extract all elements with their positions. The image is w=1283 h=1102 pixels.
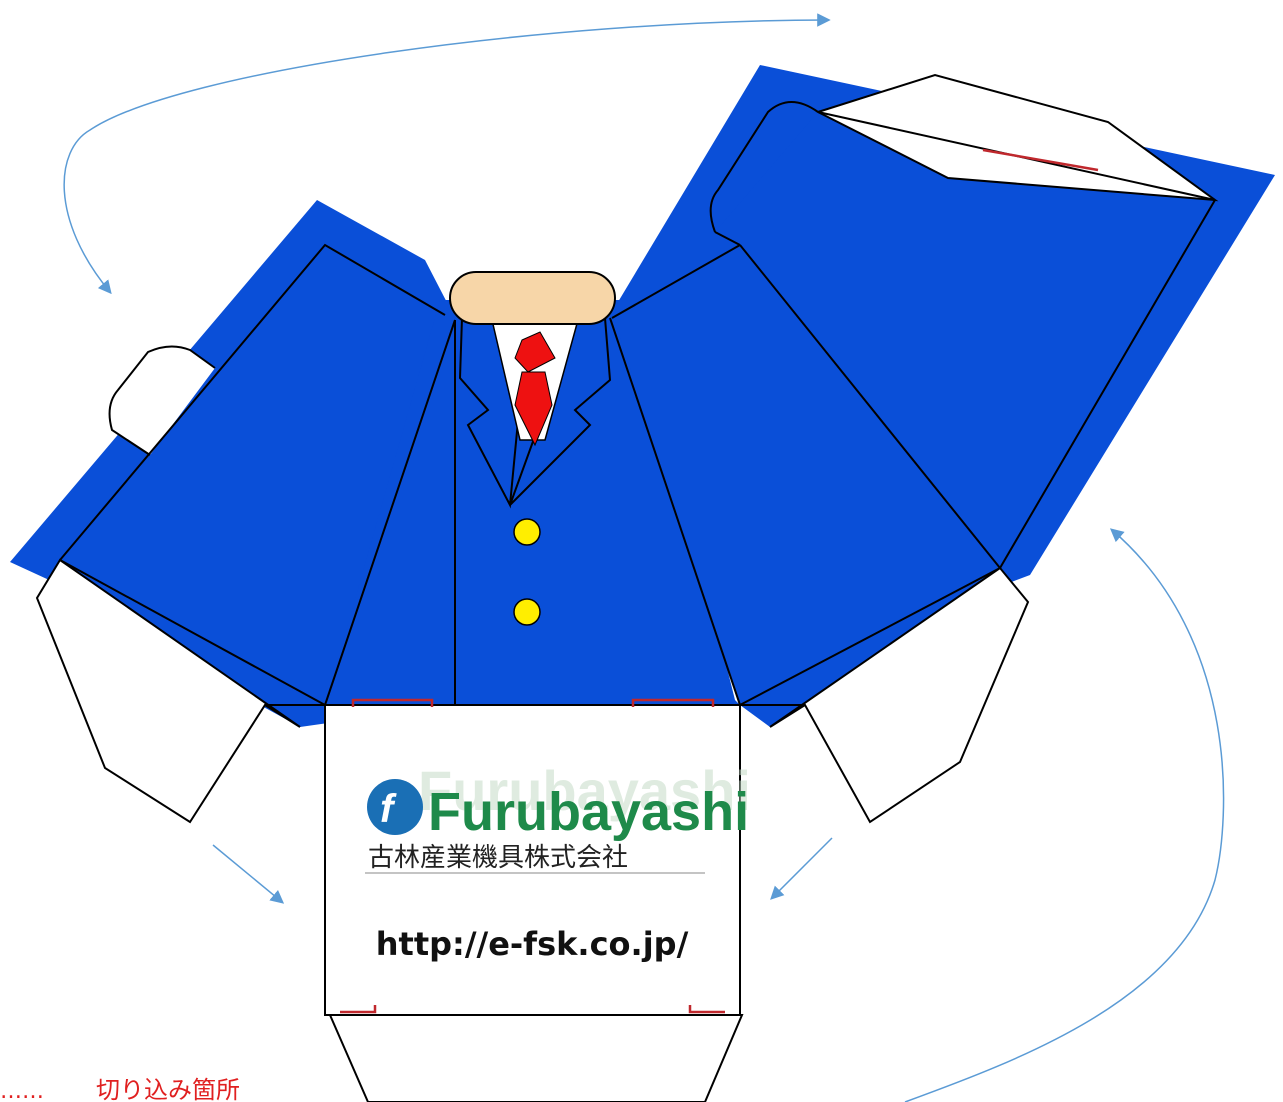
website-url: http://e-fsk.co.jp/ (376, 925, 689, 963)
tie (514, 331, 556, 447)
logo-company-name: 古林産業機具株式会社 (368, 843, 628, 873)
jacket-button-bottom (513, 598, 541, 626)
front-panel (325, 300, 740, 705)
cut-marks (340, 148, 1099, 1014)
jacket-button-top (513, 518, 541, 546)
legend-label: 切り込み箇所 (96, 1076, 240, 1102)
fold-arrows (63, 13, 1225, 1102)
arrow-left-small-icon (212, 844, 285, 904)
logo-wordmark: Furubayashi (428, 782, 749, 842)
left-tab (108, 345, 216, 456)
arrow-right-small-icon (770, 837, 833, 900)
top-flap (815, 73, 1219, 202)
arrow-top-icon (63, 13, 831, 295)
bottom-flap (328, 1014, 744, 1102)
company-logo: Furubayashi f Furubayashi 古林産業機具株式会社 (365, 759, 751, 874)
neck (449, 271, 616, 325)
legend-dots: …… (0, 1079, 44, 1102)
logo-mark-letter: f (380, 787, 397, 831)
glue-flaps (35, 73, 1219, 1102)
logo-box (324, 704, 741, 1016)
right-sleeve-flap (769, 566, 1030, 824)
logo-watermark: Furubayashi (418, 759, 751, 822)
logo-mark-icon (367, 779, 423, 835)
arrow-right-icon (904, 528, 1225, 1102)
left-sleeve-panel (10, 200, 455, 727)
left-sleeve-flap (35, 558, 301, 824)
